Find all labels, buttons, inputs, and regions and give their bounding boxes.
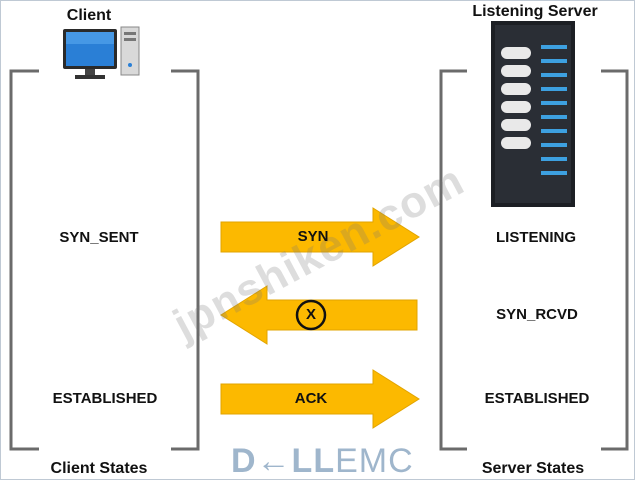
server-bracket-right xyxy=(601,69,629,451)
server-state-listening: LISTENING xyxy=(495,229,577,246)
dell-emc-logo: D←LLEMC xyxy=(231,442,414,480)
ack-arrow xyxy=(220,369,420,429)
syn-label: SYN xyxy=(297,228,329,245)
server-states-label: Server States xyxy=(481,460,585,477)
server-bracket-left xyxy=(439,69,467,451)
server-state-syn-rcvd: SYN_RCVD xyxy=(496,306,578,323)
client-bracket-left xyxy=(9,69,39,451)
client-title: Client xyxy=(66,7,112,24)
blocked-x-label: X xyxy=(305,306,317,323)
server-state-established: ESTABLISHED xyxy=(484,390,590,407)
client-states-label: Client States xyxy=(50,460,148,477)
computer-icon xyxy=(63,26,140,79)
client-state-established: ESTABLISHED xyxy=(52,390,158,407)
syn-arrow xyxy=(220,207,420,267)
ack-label: ACK xyxy=(294,390,328,407)
logo-emc: EMC xyxy=(335,442,414,480)
blocked-circle xyxy=(295,299,327,331)
server-title: Listening Server xyxy=(472,3,598,20)
client-state-syn-sent: SYN_SENT xyxy=(59,229,139,246)
client-bracket-right xyxy=(171,69,200,451)
server-rack-icon xyxy=(491,21,575,207)
logo-dell: D←LL xyxy=(231,442,336,480)
syn-ack-arrow xyxy=(220,285,418,345)
